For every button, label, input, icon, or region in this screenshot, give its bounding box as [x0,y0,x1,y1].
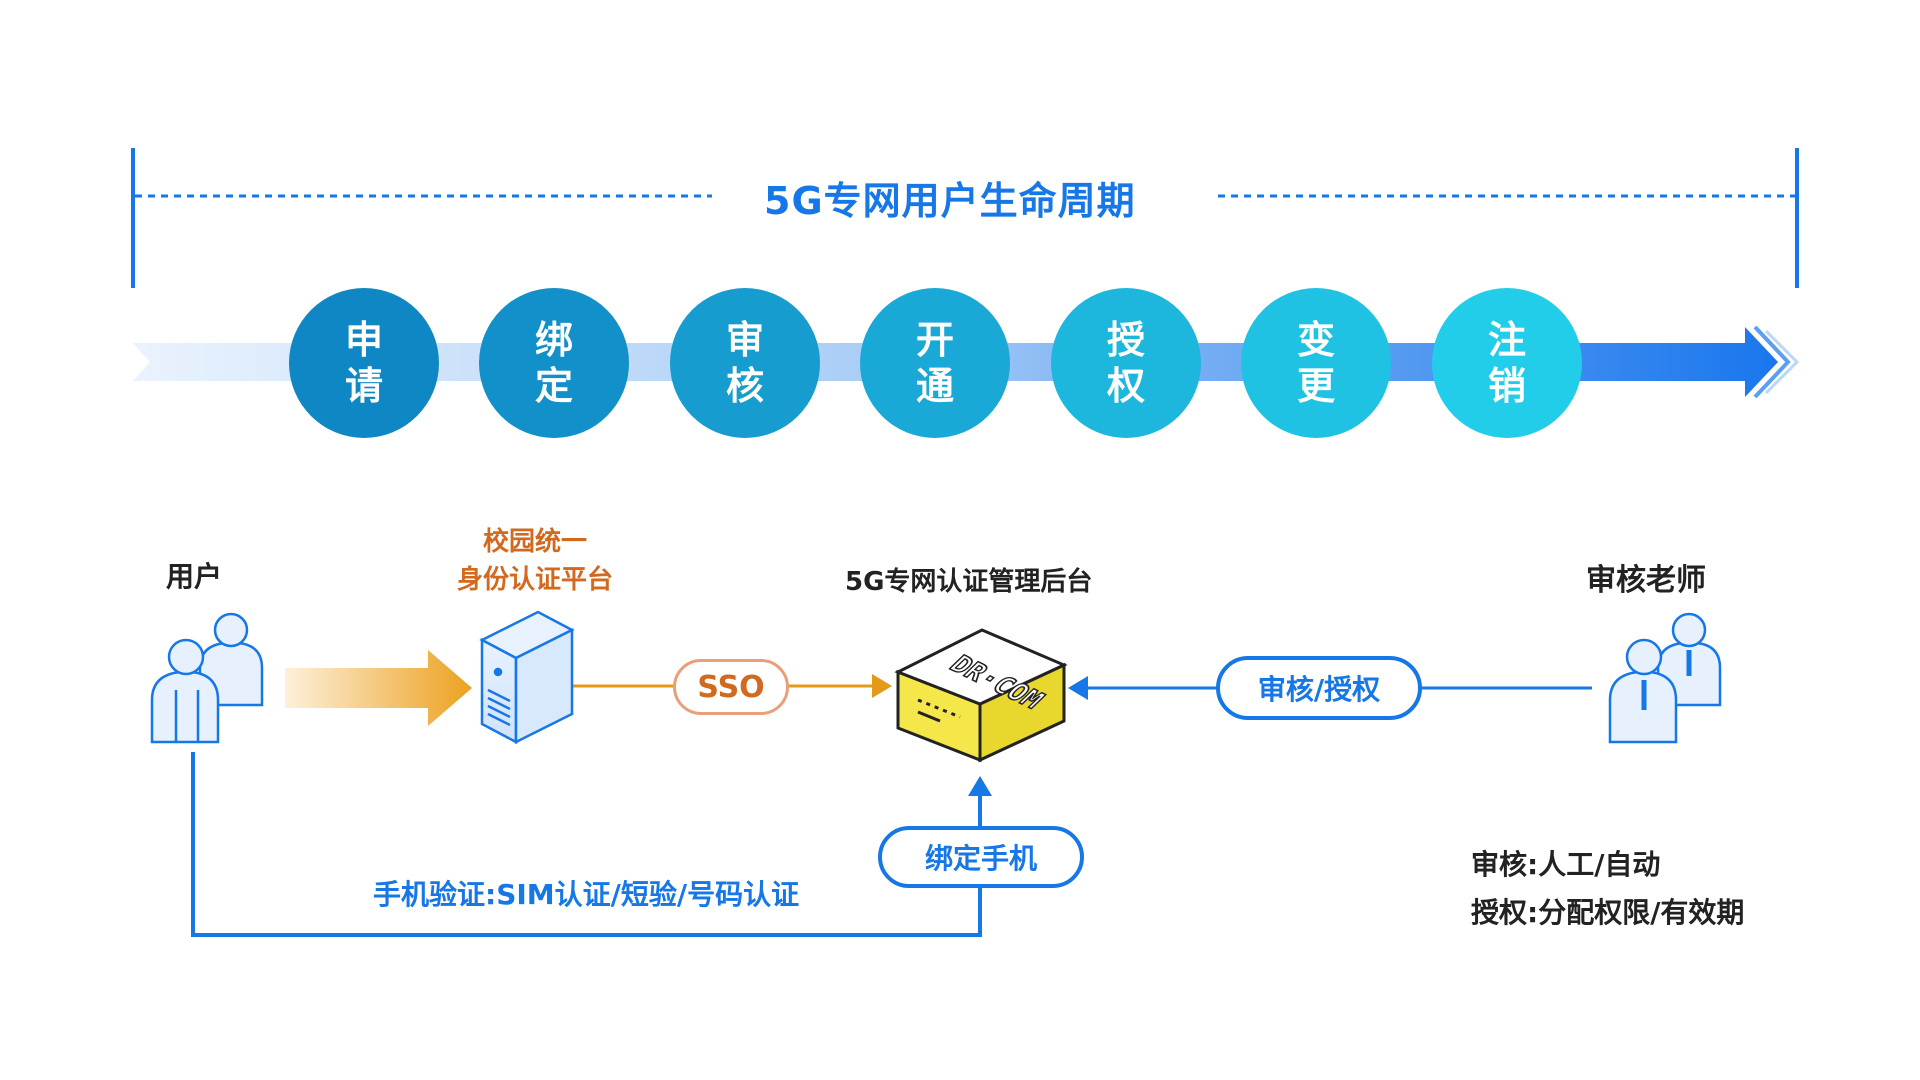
platform-label: 校园统一 身份认证平台 [435,523,635,599]
server-icon [479,610,575,745]
teacher-icon [1608,612,1722,744]
stage-apply-line1: 申 [344,318,383,362]
stage-cancel-line1: 注 [1487,318,1526,362]
stage-activate-line2: 通 [915,364,954,408]
stage-review-line1: 审 [725,318,764,362]
stage-bind: 绑 定 [479,288,629,438]
stage-activate-line1: 开 [915,318,954,362]
stage-cancel: 注 销 [1432,288,1582,438]
lifecycle-bracket [131,148,1799,288]
user-to-platform-arrow [285,650,472,726]
review-auth-pill: 审核/授权 [1216,656,1422,720]
stage-apply-line2: 请 [344,364,383,408]
stage-authorize-line1: 授 [1106,318,1145,362]
stage-bind-line2: 定 [534,364,573,408]
stage-authorize-line2: 权 [1106,364,1145,408]
phone-verify-label: 手机验证:SIM认证/短验/号码认证 [373,878,800,911]
stage-apply: 申 请 [289,288,439,438]
stage-review-line2: 核 [725,364,764,408]
lifecycle-title: 5G专网用户生命周期 [764,179,1136,223]
platform-label-line2: 身份认证平台 [456,565,613,595]
sso-pill: SSO [673,659,789,715]
teacher-label: 审核老师 [1586,563,1706,598]
note-review: 审核:人工/自动 [1471,848,1661,881]
user-icon [150,612,264,744]
backend-device-icon [894,628,1068,763]
note-authorize: 授权:分配权限/有效期 [1471,896,1745,929]
stage-activate: 开 通 [860,288,1010,438]
stage-change: 变 更 [1241,288,1391,438]
stage-bind-line1: 绑 [534,318,573,362]
stage-change-line1: 变 [1296,318,1335,362]
backend-label: 5G专网认证管理后台 [845,567,1093,597]
user-label: 用户 [166,560,223,593]
stage-authorize: 授 权 [1051,288,1201,438]
bind-phone-pill: 绑定手机 [878,826,1084,888]
platform-label-line1: 校园统一 [482,527,587,557]
stage-cancel-line2: 销 [1487,364,1526,408]
stage-review: 审 核 [670,288,820,438]
stage-change-line2: 更 [1296,364,1335,408]
